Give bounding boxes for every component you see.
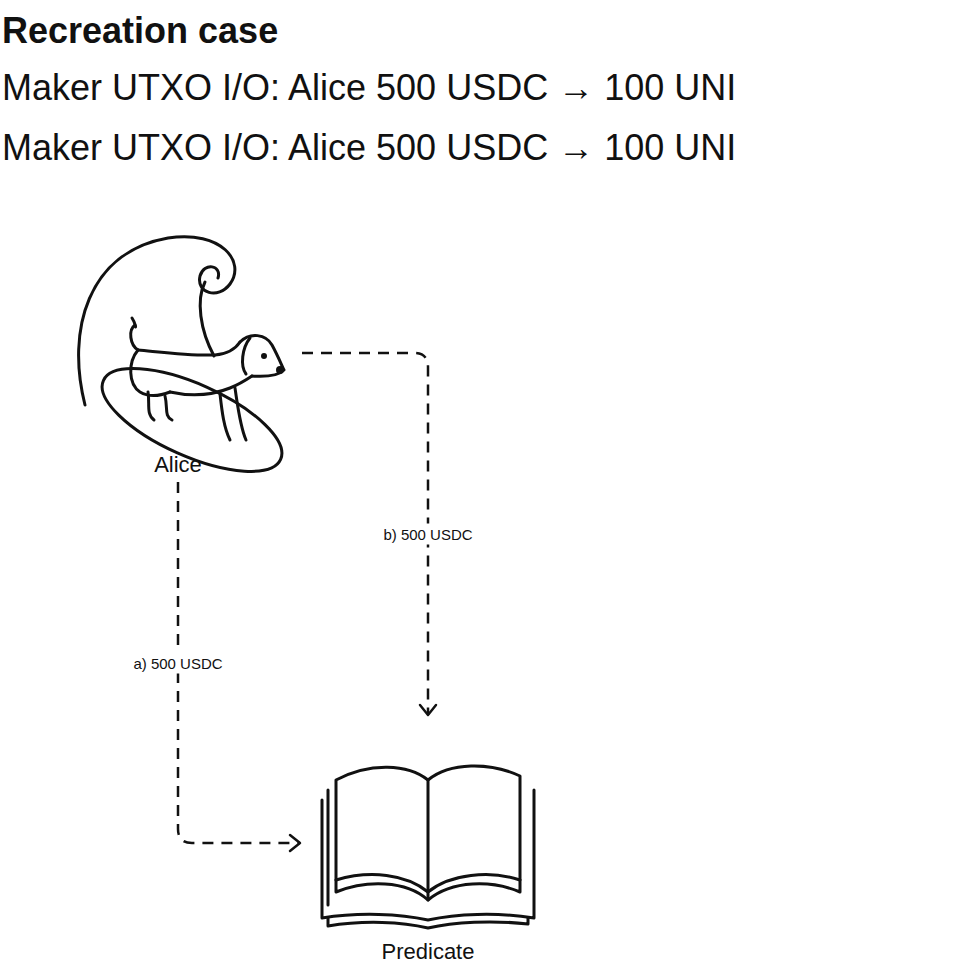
arrow-head bbox=[420, 705, 436, 715]
diagram-title: Recreation case bbox=[2, 10, 278, 52]
order-description: Maker UTXO I/O: Alice 500 USDC → 100 UNI bbox=[2, 67, 736, 109]
transfer-amount: a) 500 USDC bbox=[132, 652, 223, 673]
actor-node: Alice bbox=[70, 232, 302, 482]
transfer-amount: b) 500 USDC bbox=[382, 524, 473, 545]
actor-label: Predicate bbox=[382, 939, 475, 965]
arrow-head bbox=[290, 835, 300, 851]
surfing-dog-illustration bbox=[79, 237, 296, 493]
order-description: Maker UTXO I/O: Alice 500 USDC → 100 UNI bbox=[2, 127, 736, 169]
open-book-illustration bbox=[322, 766, 534, 928]
actor-node: Predicate bbox=[300, 715, 556, 965]
actor-label: Alice bbox=[154, 452, 202, 478]
